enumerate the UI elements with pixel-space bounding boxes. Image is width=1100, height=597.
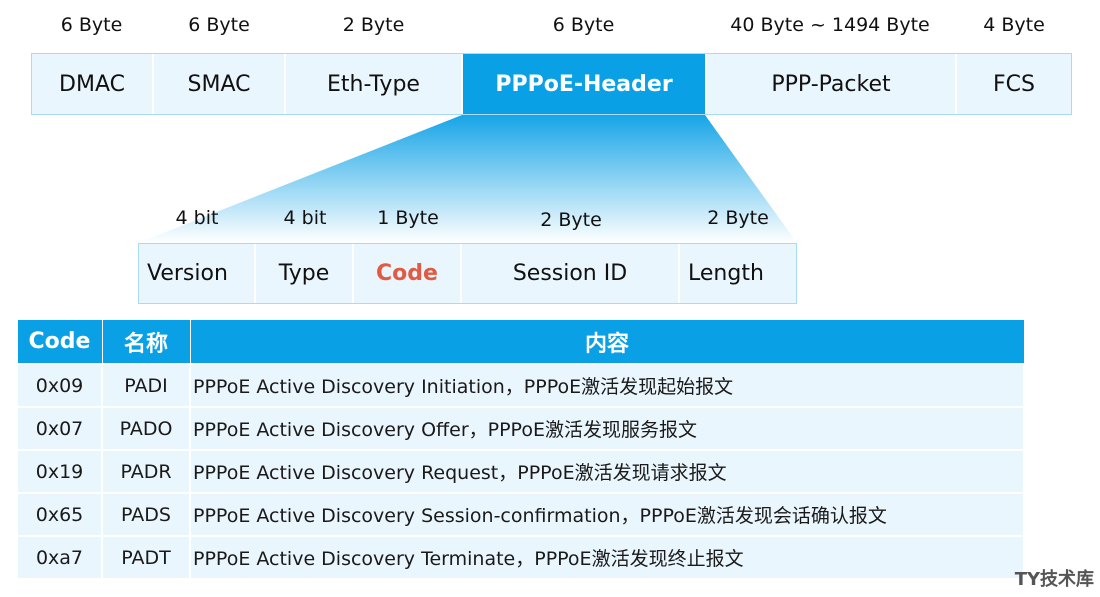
table-row: 0xa7 PADT PPPoE Active Discovery Termina… (16, 535, 1025, 580)
ethernet-frame-row: DMAC SMAC Eth-Type PPPoE-Header PPP-Pack… (31, 53, 1072, 115)
cell-content: PPPoE Active Discovery Initiation，PPPoE激… (189, 363, 1025, 408)
frame-size-ppp-packet: 40 Byte ~ 1494 Byte (730, 14, 930, 36)
frame-size-smac: 6 Byte (188, 14, 250, 36)
cell-code: 0x65 (16, 492, 103, 537)
field-pppoe-header: PPPoE-Header (463, 54, 707, 114)
cell-name: PADR (101, 449, 191, 494)
cell-code: 0xa7 (16, 535, 103, 580)
frame-size-ethtype: 2 Byte (342, 14, 405, 36)
table-header-row: Code 名称 内容 (16, 319, 1025, 365)
field-eth-type: Eth-Type (286, 54, 463, 114)
table-row: 0x19 PADR PPPoE Active Discovery Request… (16, 449, 1025, 494)
hfield-length: Length (688, 261, 764, 286)
header-size-version: 4 bit (175, 207, 219, 229)
column-header-name: 名称 (101, 319, 191, 365)
cell-name: PADT (101, 535, 191, 580)
hfield-type: Type (256, 244, 354, 303)
field-fcs: FCS (993, 71, 1035, 97)
cell-name: PADI (101, 363, 191, 408)
column-header-code: Code (16, 319, 103, 365)
hfield-code: Code (354, 244, 462, 303)
cell-name: PADS (101, 492, 191, 537)
frame-size-pppoe-header: 6 Byte (552, 14, 615, 36)
watermark-text: TY技术库 (1014, 569, 1094, 590)
cell-name: PADO (101, 406, 191, 451)
cell-content: PPPoE Active Discovery Terminate，PPPoE激活… (189, 535, 1025, 580)
field-smac: SMAC (154, 54, 286, 114)
hfield-session-id: Session ID (462, 244, 680, 303)
cell-content: PPPoE Active Discovery Session-confirmat… (189, 492, 1025, 537)
frame-size-dmac: 6 Byte (60, 14, 123, 36)
column-header-content: 内容 (189, 319, 1025, 365)
table-row: 0x09 PADI PPPoE Active Discovery Initiat… (16, 363, 1025, 408)
cell-code: 0x09 (16, 363, 103, 408)
cell-code: 0x19 (16, 449, 103, 494)
cell-content: PPPoE Active Discovery Request，PPPoE激活发现… (189, 449, 1025, 494)
cell-code: 0x07 (16, 406, 103, 451)
pppoe-header-row: Version Type Code Session ID Length (138, 243, 797, 304)
header-size-length: 2 Byte (707, 207, 769, 229)
table-row: 0x65 PADS PPPoE Active Discovery Session… (16, 492, 1025, 537)
table-row: 0x07 PADO PPPoE Active Discovery Offer，P… (16, 406, 1025, 451)
field-dmac: DMAC (32, 54, 154, 114)
frame-size-fcs: 4 Byte (983, 14, 1045, 36)
field-ppp-packet: PPP-Packet (707, 54, 957, 114)
pppoe-code-table: Code 名称 内容 0x09 PADI PPPoE Active Discov… (16, 319, 1025, 580)
header-size-type: 4 bit (283, 207, 327, 229)
hfield-version: Version (139, 244, 256, 303)
header-size-session-id: 2 Byte (540, 209, 602, 231)
header-size-code: 1 Byte (377, 207, 439, 229)
cell-content: PPPoE Active Discovery Offer，PPPoE激活发现服务… (189, 406, 1025, 451)
